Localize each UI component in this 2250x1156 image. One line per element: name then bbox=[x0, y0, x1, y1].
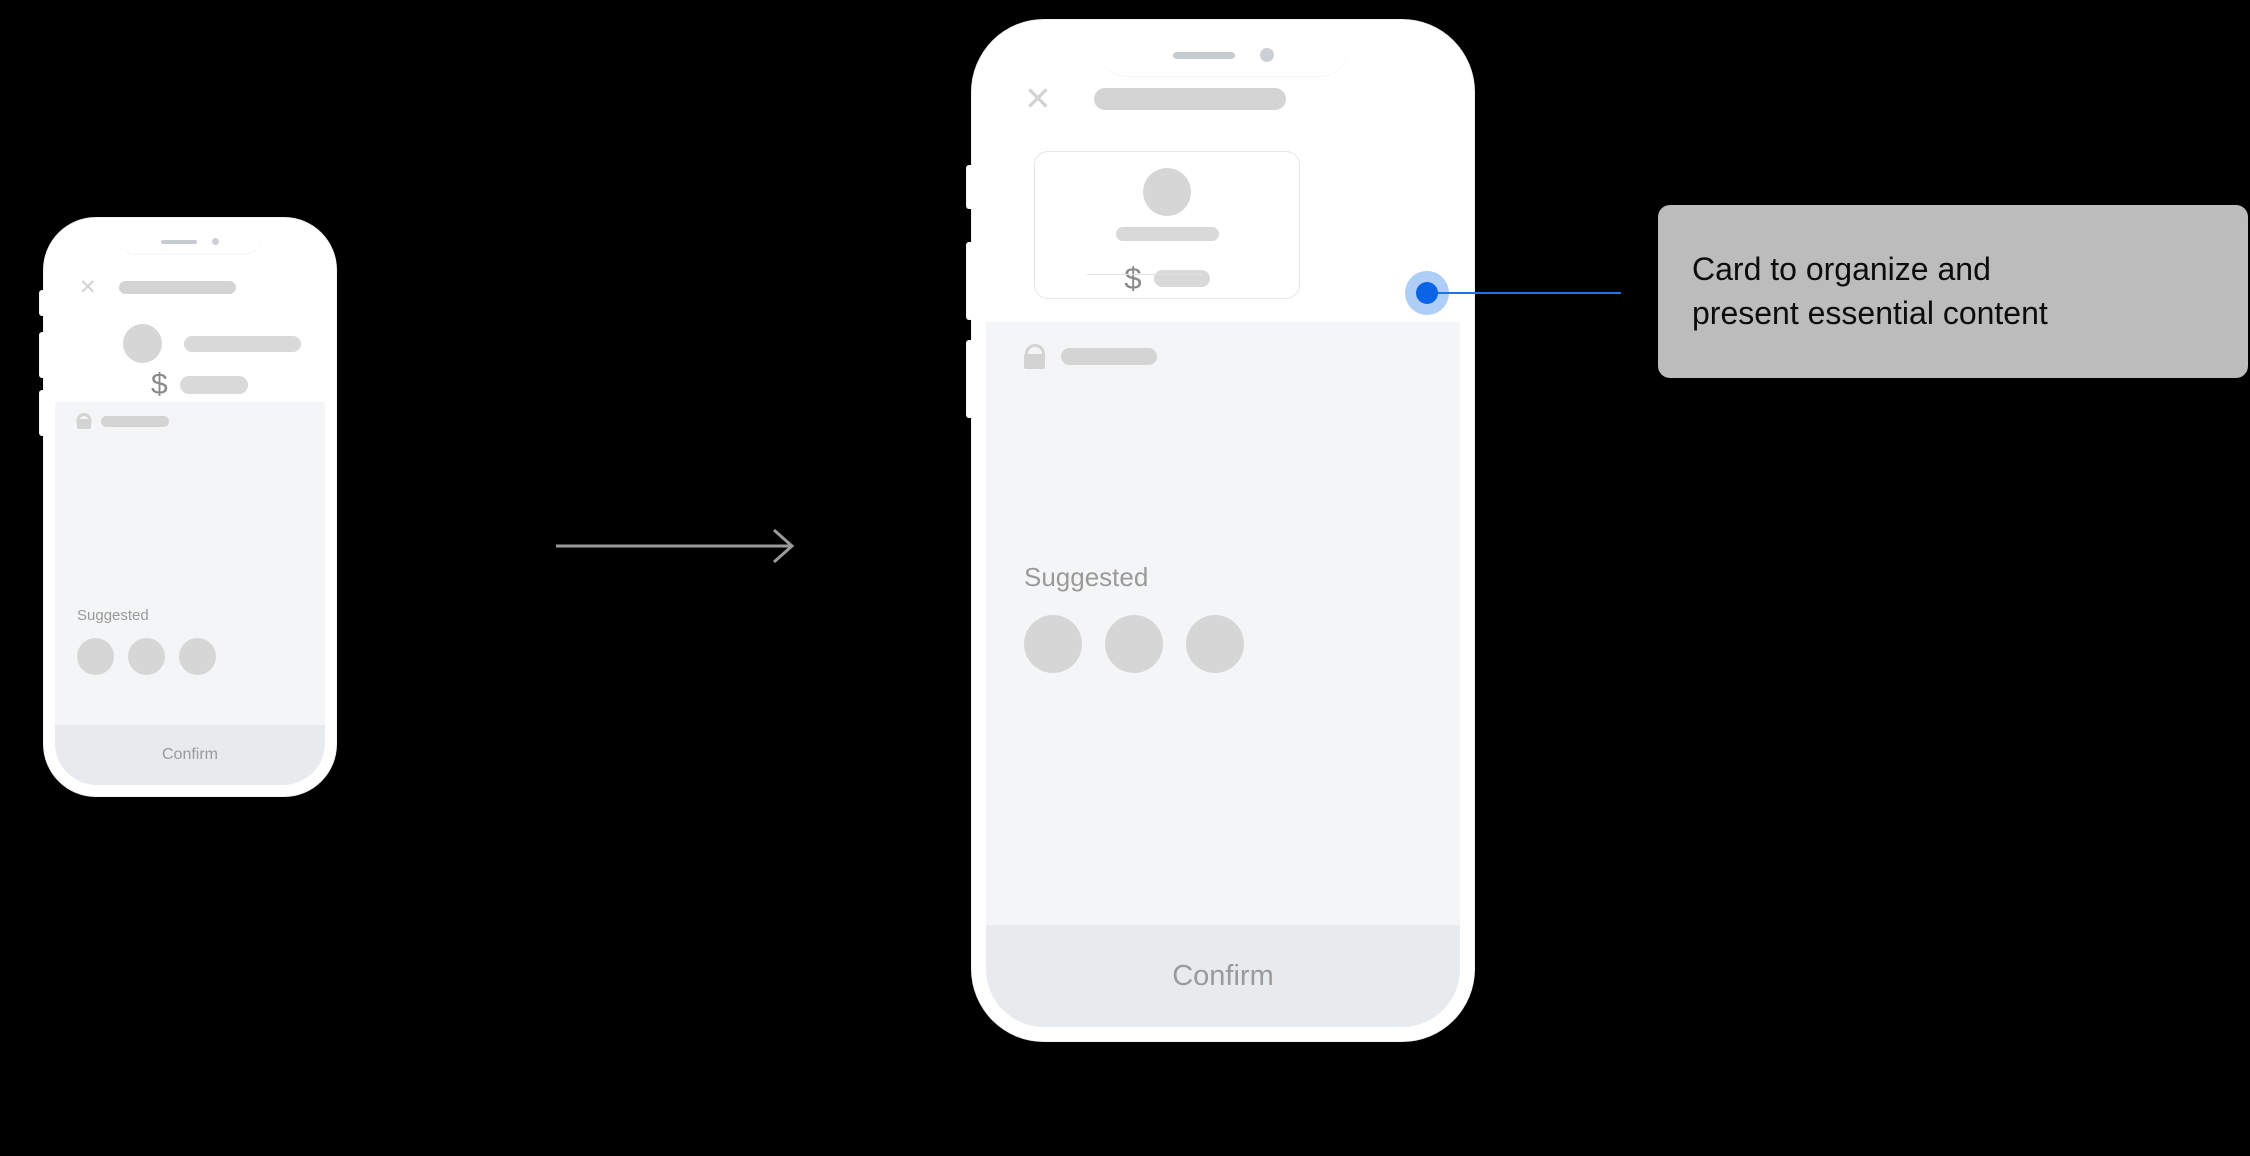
mute-switch-button[interactable] bbox=[967, 165, 975, 209]
before-amount-row[interactable]: $ bbox=[151, 370, 248, 400]
front-camera-dot-icon bbox=[1259, 48, 1274, 62]
volume-up-button[interactable] bbox=[40, 332, 46, 378]
after-header: ✕ bbox=[1024, 82, 1286, 115]
after-top-pane: ✕ $ bbox=[986, 34, 1460, 322]
recipient-avatar-icon bbox=[1143, 168, 1191, 216]
amount-input-underline bbox=[1087, 274, 1202, 275]
suggested-label: Suggested bbox=[1024, 562, 1149, 592]
phone-notch bbox=[117, 229, 263, 254]
close-x-icon[interactable]: ✕ bbox=[1024, 80, 1052, 117]
after-confirm-button[interactable]: Confirm bbox=[986, 925, 1460, 1027]
after-amount-row[interactable]: $ bbox=[1124, 261, 1210, 296]
after-screen: ✕ $ bbox=[986, 34, 1460, 1027]
confirm-button-label: Confirm bbox=[1172, 959, 1274, 992]
volume-down-button[interactable] bbox=[967, 340, 975, 418]
before-state-phone: ✕ $ bbox=[40, 218, 336, 796]
after-suggested-block: Suggested bbox=[1024, 562, 1244, 673]
amount-value-placeholder bbox=[179, 376, 248, 394]
lock-icon bbox=[76, 413, 92, 429]
security-note-placeholder bbox=[1061, 348, 1157, 365]
mute-switch-button[interactable] bbox=[40, 290, 46, 316]
after-body-pane: Suggested bbox=[986, 322, 1460, 925]
lock-icon bbox=[1024, 344, 1045, 369]
security-note-placeholder bbox=[101, 415, 169, 427]
suggested-avatar-3[interactable] bbox=[1186, 615, 1244, 673]
before-suggested-avatars bbox=[77, 638, 216, 675]
after-suggested-avatars bbox=[1024, 615, 1244, 673]
annotation-dot-core bbox=[1416, 282, 1438, 304]
suggested-label: Suggested bbox=[77, 607, 149, 624]
annotation-dot-marker-icon[interactable] bbox=[1405, 271, 1449, 315]
currency-symbol: $ bbox=[151, 368, 168, 401]
annotation-tooltip-line-2: present essential content bbox=[1692, 294, 2048, 331]
volume-up-button[interactable] bbox=[967, 242, 975, 320]
speaker-grille-icon bbox=[1172, 51, 1235, 59]
close-x-icon[interactable]: ✕ bbox=[79, 276, 97, 299]
suggested-avatar-1[interactable] bbox=[1024, 615, 1082, 673]
before-screen: ✕ $ bbox=[55, 229, 325, 785]
annotation-tooltip: Card to organize and present essential c… bbox=[1658, 205, 2248, 378]
before-confirm-button[interactable]: Confirm bbox=[55, 725, 325, 785]
after-state-phone: ✕ $ bbox=[967, 20, 1474, 1041]
after-security-row bbox=[1024, 344, 1157, 369]
annotation-connector-line bbox=[1427, 292, 1621, 294]
currency-symbol: $ bbox=[1124, 261, 1142, 296]
annotation-tooltip-line-1: Card to organize and bbox=[1692, 251, 1991, 288]
suggested-avatar-1[interactable] bbox=[77, 638, 114, 675]
confirm-button-label: Confirm bbox=[161, 746, 218, 763]
header-title-placeholder bbox=[118, 281, 236, 294]
volume-down-button[interactable] bbox=[40, 390, 46, 436]
speaker-grille-icon bbox=[161, 239, 198, 244]
suggested-avatar-2[interactable] bbox=[128, 638, 165, 675]
suggested-avatar-2[interactable] bbox=[1105, 615, 1163, 673]
content-card[interactable]: $ bbox=[1034, 151, 1300, 299]
recipient-avatar-icon bbox=[123, 324, 162, 363]
recipient-name-placeholder bbox=[1115, 227, 1219, 241]
before-recipient-row bbox=[123, 324, 301, 363]
header-title-placeholder bbox=[1093, 87, 1286, 110]
flow-arrow-right-icon bbox=[556, 528, 795, 564]
suggested-avatar-3[interactable] bbox=[179, 638, 216, 675]
before-top-pane: ✕ $ bbox=[55, 229, 325, 426]
before-body-pane: Suggested bbox=[55, 402, 325, 725]
recipient-name-placeholder bbox=[184, 335, 301, 352]
phone-notch bbox=[1098, 34, 1348, 76]
before-security-row bbox=[76, 413, 169, 429]
amount-value-placeholder bbox=[1153, 270, 1210, 287]
front-camera-dot-icon bbox=[211, 238, 219, 245]
before-suggested-block: Suggested bbox=[77, 607, 216, 675]
before-header: ✕ bbox=[79, 277, 236, 298]
